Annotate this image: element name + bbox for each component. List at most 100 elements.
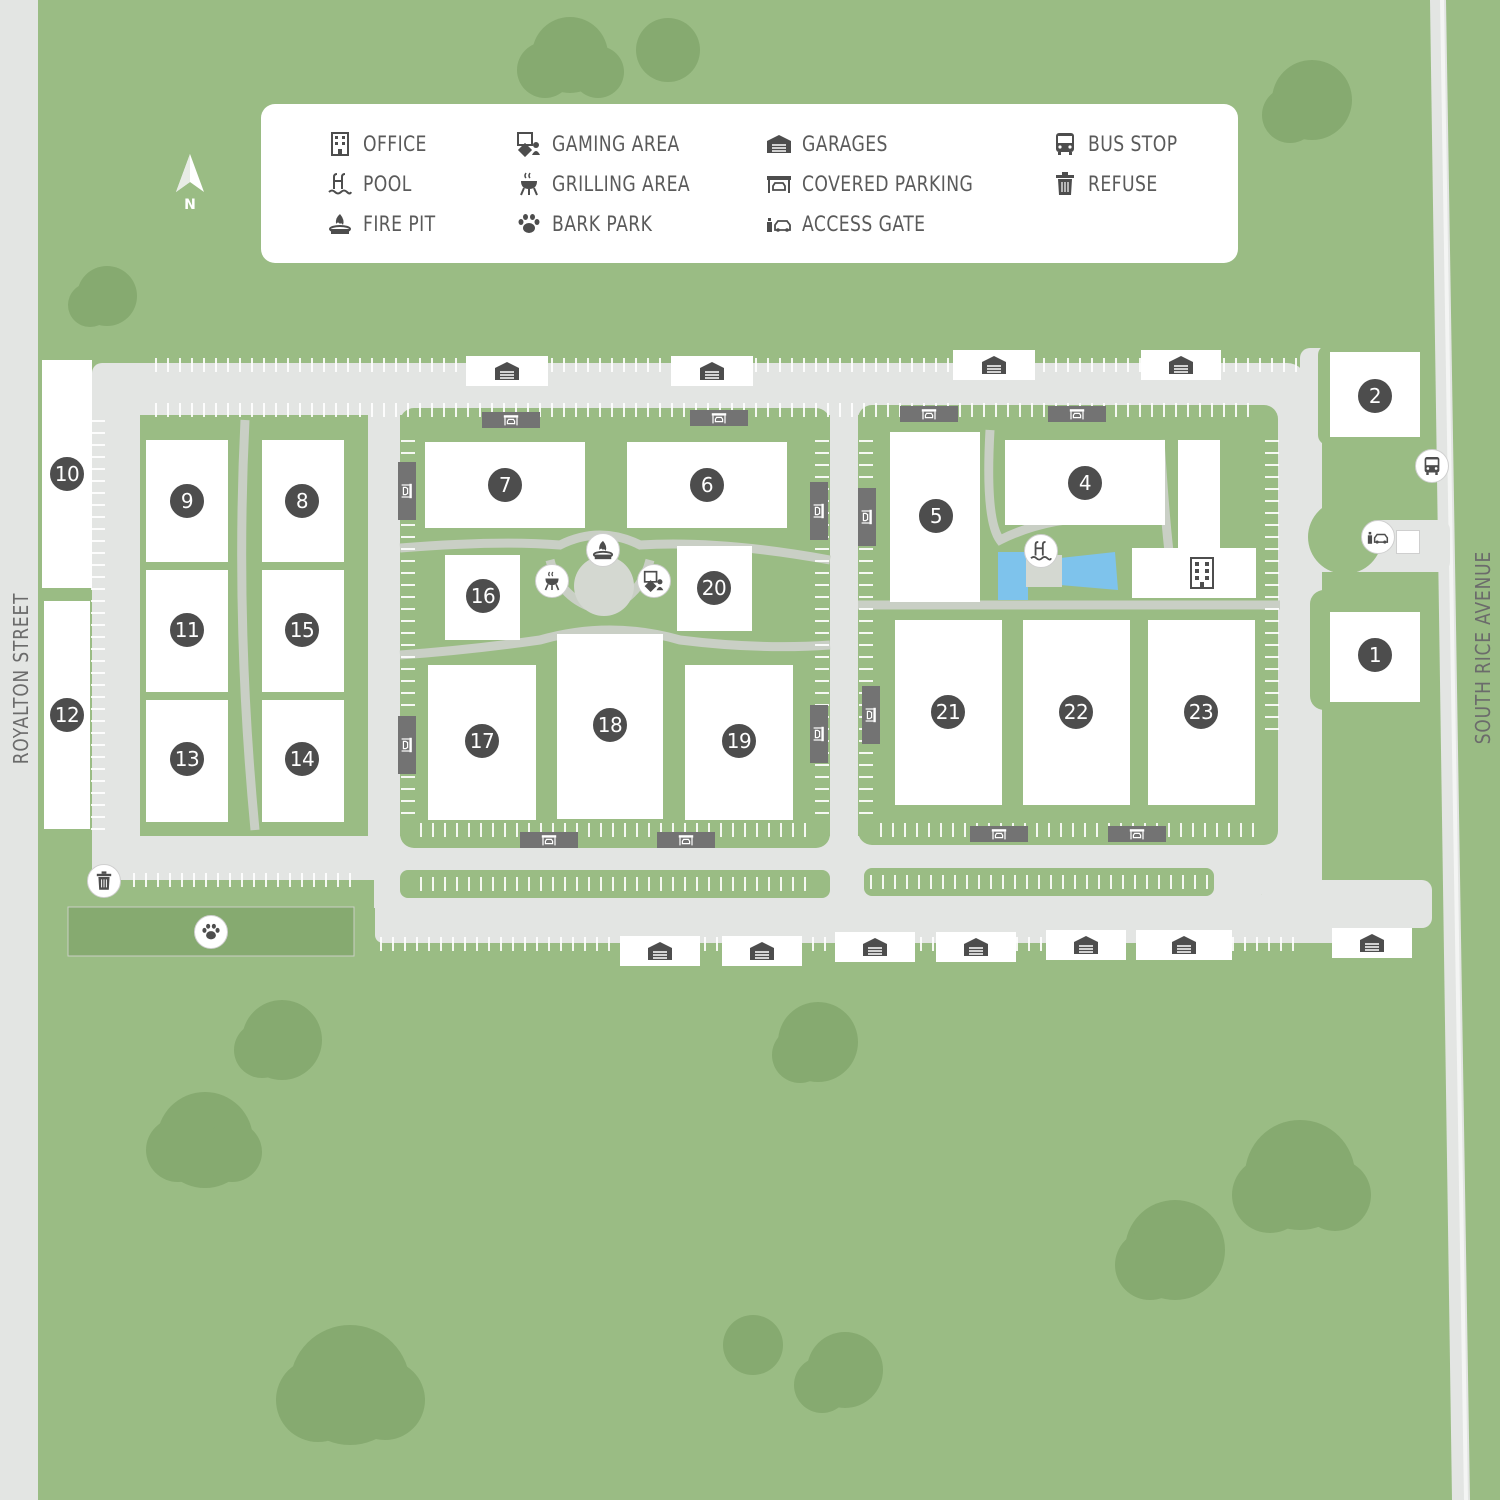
fire-pit-icon <box>327 211 353 237</box>
legend-item-office: OFFICE <box>327 129 441 159</box>
garage-icon <box>981 355 1007 375</box>
garage-icon <box>749 941 775 961</box>
covered-parking-icon <box>678 834 694 846</box>
north-arrow: N <box>172 152 208 216</box>
legend-item-grilling-area: GRILLING AREA <box>516 169 720 199</box>
grill-icon <box>544 571 560 591</box>
trash-icon <box>96 871 112 890</box>
legend-item-fire-pit: FIRE PIT <box>327 209 452 239</box>
gaming-area-marker[interactable] <box>637 564 671 598</box>
bus-stop-marker[interactable] <box>1415 449 1449 483</box>
office-icon <box>327 131 353 157</box>
refuse-marker[interactable] <box>87 864 121 898</box>
covered-parking-icon <box>541 834 557 846</box>
bus-icon <box>1424 457 1440 475</box>
garage-icon <box>1359 933 1385 953</box>
building-badge-4[interactable]: 4 <box>1065 463 1105 503</box>
covered-parking-icon <box>503 414 519 426</box>
garage-icon <box>862 937 888 957</box>
building-badge-11[interactable]: 11 <box>167 610 207 650</box>
legend-item-bark-park: BARK PARK <box>516 209 674 239</box>
gaming-area-icon <box>643 570 664 592</box>
bark-park-marker[interactable] <box>194 915 228 949</box>
garage-icon <box>1171 935 1197 955</box>
trash-icon <box>1052 171 1078 197</box>
covered-parking-icon <box>401 737 413 753</box>
building-badge-13[interactable]: 13 <box>167 739 207 779</box>
covered-parking-icon <box>813 726 825 742</box>
covered-parking-icon <box>1069 408 1085 420</box>
access-gate-marker[interactable] <box>1361 520 1395 554</box>
legend-item-pool: POOL <box>327 169 422 199</box>
fire-pit-marker[interactable] <box>586 533 620 567</box>
building-badge-14[interactable]: 14 <box>282 739 322 779</box>
covered-parking-icon <box>401 483 413 499</box>
building-badge-23[interactable]: 23 <box>1181 692 1221 732</box>
grilling-area-marker[interactable] <box>535 564 569 598</box>
building-badge-17[interactable]: 17 <box>462 721 502 761</box>
building-badge-2[interactable]: 2 <box>1355 376 1395 416</box>
legend-label-gaming-area: GAMING AREA <box>552 132 680 156</box>
legend-item-refuse: REFUSE <box>1052 169 1173 199</box>
legend-label-office: OFFICE <box>363 132 427 156</box>
fire-pit-icon <box>592 540 614 560</box>
street-label-east: SOUTH RICE AVENUE <box>1471 550 1495 745</box>
garage-icon <box>766 131 792 157</box>
building-badge-5[interactable]: 5 <box>916 496 956 536</box>
building-badge-10[interactable]: 10 <box>47 454 87 494</box>
building-badge-6[interactable]: 6 <box>687 465 727 505</box>
trees <box>68 17 1371 1445</box>
legend-item-covered-parking: COVERED PARKING <box>766 169 1011 199</box>
access-gate-icon <box>766 211 792 237</box>
covered-parking-icon <box>921 408 937 420</box>
building-badge-7[interactable]: 7 <box>485 465 525 505</box>
building-badge-18[interactable]: 18 <box>590 705 630 745</box>
garage-icon <box>1168 355 1194 375</box>
legend-label-garages: GARAGES <box>802 132 888 156</box>
north-arrow-icon <box>176 154 204 192</box>
legend-label-covered-parking: COVERED PARKING <box>802 172 974 196</box>
legend-label-refuse: REFUSE <box>1088 172 1158 196</box>
building-badge-19[interactable]: 19 <box>719 721 759 761</box>
building-badge-16[interactable]: 16 <box>463 576 503 616</box>
paw-icon <box>516 211 542 237</box>
pool-water <box>998 552 1028 600</box>
building-badge-21[interactable]: 21 <box>928 692 968 732</box>
legend-label-access-gate: ACCESS GATE <box>802 212 926 236</box>
legend-item-bus-stop: BUS STOP <box>1052 129 1197 159</box>
legend-label-bus-stop: BUS STOP <box>1088 132 1178 156</box>
garage-icon <box>699 361 725 381</box>
covered-parking-icon <box>1129 828 1145 840</box>
covered-parking-icon <box>813 503 825 519</box>
legend-label-pool: POOL <box>363 172 412 196</box>
legend-item-gaming-area: GAMING AREA <box>516 129 708 159</box>
parking-stalls <box>91 358 1300 951</box>
pool-marker[interactable] <box>1024 534 1058 568</box>
access-gate-icon <box>1367 531 1389 544</box>
paw-icon <box>202 923 220 940</box>
office-building-icon <box>1187 556 1217 595</box>
royalton-street-road <box>0 0 38 1500</box>
building-badge-22[interactable]: 22 <box>1056 692 1096 732</box>
map-legend: OFFICE POOL FIRE PIT GAMING AREA GRILLIN… <box>261 104 1238 263</box>
garage-icon <box>647 941 673 961</box>
building-badge-20[interactable]: 20 <box>694 568 734 608</box>
street-label-west: ROYALTON STREET <box>9 592 33 765</box>
garage-icon <box>963 937 989 957</box>
garage-icon <box>1073 935 1099 955</box>
gate-booth <box>1396 530 1420 554</box>
pool-icon <box>1030 541 1052 561</box>
building-badge-8[interactable]: 8 <box>282 481 322 521</box>
legend-label-bark-park: BARK PARK <box>552 212 653 236</box>
building-badge-12[interactable]: 12 <box>47 695 87 735</box>
legend-item-garages: GARAGES <box>766 129 907 159</box>
north-label: N <box>184 197 196 213</box>
building-badge-15[interactable]: 15 <box>282 610 322 650</box>
covered-parking-icon <box>865 707 877 723</box>
legend-label-fire-pit: FIRE PIT <box>363 212 436 236</box>
pool-icon <box>327 171 353 197</box>
building-badge-1[interactable]: 1 <box>1355 635 1395 675</box>
garage-icon <box>494 361 520 381</box>
building-badge-9[interactable]: 9 <box>167 481 207 521</box>
